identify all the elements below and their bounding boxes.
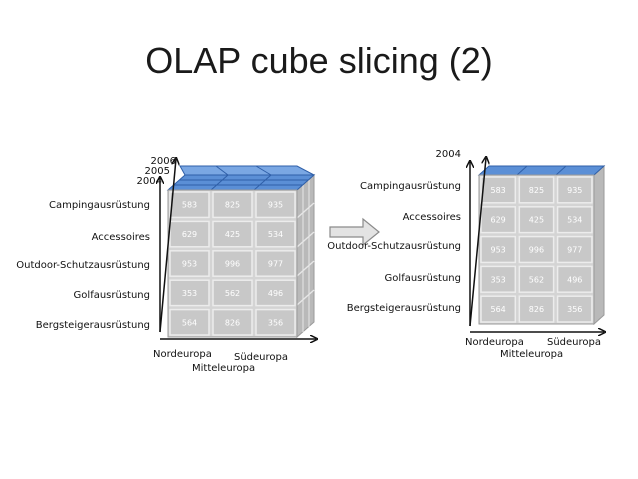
left-cube-cell-value: 629 bbox=[182, 230, 197, 239]
year-label-2006: 2006 bbox=[151, 156, 176, 167]
right-slice-cell-value: 583 bbox=[491, 186, 506, 195]
left-cube: 583 825 935 629 425 534 953 996 977 353 562 496 564 8… bbox=[166, 165, 316, 339]
slice-top-face bbox=[477, 165, 606, 176]
year-label-2004: 2004 bbox=[137, 176, 162, 187]
year-label-2005: 2005 bbox=[145, 166, 170, 177]
left-cube-cell-value: 826 bbox=[225, 318, 240, 327]
left-cube-cell-value: 356 bbox=[268, 318, 283, 327]
left-cube-cell bbox=[212, 250, 253, 277]
left-cube-cell bbox=[212, 308, 253, 336]
left-cube-cell bbox=[255, 308, 296, 336]
slice-side-face bbox=[593, 164, 605, 326]
right-row-label-accessoires: Accessoires bbox=[403, 212, 461, 223]
right-slice-cell-value: 977 bbox=[567, 246, 582, 255]
right-slice-cell-value: 564 bbox=[491, 305, 506, 314]
right-slice-cell-value: 825 bbox=[529, 186, 544, 195]
right-slice-cell bbox=[480, 176, 517, 204]
right-slice-cell bbox=[518, 176, 555, 204]
right-row-label-camping: Campingausrüstung bbox=[360, 181, 461, 192]
left-row-label-accessoires: Accessoires bbox=[92, 232, 150, 243]
left-cube-cell-value: 353 bbox=[182, 289, 197, 298]
cube-side-face bbox=[296, 173, 315, 339]
right-slice-cell bbox=[518, 295, 555, 323]
left-row-label-bergsteiger: Bergsteigerausrüstung bbox=[36, 320, 150, 331]
right-slice-cell bbox=[518, 206, 555, 234]
left-cube-cell bbox=[169, 308, 210, 336]
right-slice-cell-value: 935 bbox=[567, 186, 582, 195]
slide-title: OLAP cube slicing (2) bbox=[145, 40, 493, 81]
left-cube-cell bbox=[169, 220, 210, 248]
right-slice-cell bbox=[556, 265, 593, 293]
right-slice-cell-value: 629 bbox=[491, 216, 506, 225]
left-cube-cell bbox=[212, 220, 253, 248]
left-cube-cell bbox=[169, 279, 210, 307]
left-cube-cell bbox=[255, 250, 296, 277]
left-cube-cell bbox=[169, 250, 210, 277]
left-cube-cell-value: 953 bbox=[182, 260, 197, 269]
left-cube-cell-value: 977 bbox=[268, 260, 283, 269]
left-cube-cell-value: 496 bbox=[268, 289, 283, 298]
left-row-label-golf: Golfausrüstung bbox=[74, 290, 150, 301]
right-slice-cell-value: 826 bbox=[529, 305, 544, 314]
right-col-label-suedeuropa: Südeuropa bbox=[547, 337, 601, 348]
cube-top-face bbox=[166, 174, 316, 191]
right-slice-cell bbox=[480, 295, 517, 323]
slice-year-label: 2004 bbox=[436, 149, 461, 160]
left-cube-cell bbox=[169, 191, 210, 219]
right-slice-cell-value: 356 bbox=[567, 305, 582, 314]
right-slice-cell bbox=[480, 235, 517, 264]
left-cube-cell bbox=[255, 191, 296, 219]
right-slice-cell bbox=[556, 235, 593, 264]
right-slice-cell-value: 425 bbox=[529, 216, 544, 225]
left-depth-axis bbox=[159, 159, 176, 333]
left-cube-cell-value: 825 bbox=[225, 201, 240, 210]
right-slice-cell-value: 534 bbox=[567, 216, 582, 225]
right-slice-cell-value: 353 bbox=[491, 275, 506, 284]
left-cube-cell-value: 996 bbox=[225, 260, 240, 269]
right-slice-cell bbox=[480, 265, 517, 293]
right-slice-cell-value: 496 bbox=[567, 275, 582, 284]
right-slice-cell-value: 953 bbox=[491, 246, 506, 255]
left-row-label-outdoor: Outdoor-Schutzausrüstung bbox=[16, 260, 150, 271]
left-cube-cell bbox=[212, 191, 253, 219]
right-slice-cell bbox=[480, 206, 517, 234]
right-row-label-bergsteiger: Bergsteigerausrüstung bbox=[347, 303, 461, 314]
right-slice-cell bbox=[556, 206, 593, 234]
left-cube-cell bbox=[255, 279, 296, 307]
left-cube-cell bbox=[212, 279, 253, 307]
left-col-label-nordeuropa: Nordeuropa bbox=[153, 349, 212, 360]
left-row-label-camping: Campingausrüstung bbox=[49, 200, 150, 211]
right-row-label-golf: Golfausrüstung bbox=[385, 273, 461, 284]
left-cube-cell-value: 935 bbox=[268, 201, 283, 210]
left-col-label-suedeuropa: Südeuropa bbox=[234, 352, 288, 363]
right-slice-cell bbox=[518, 265, 555, 293]
right-col-label-nordeuropa: Nordeuropa bbox=[465, 337, 524, 348]
right-slice-cell bbox=[556, 295, 593, 323]
left-col-label-mitteleuropa: Mitteleuropa bbox=[192, 363, 255, 374]
right-col-label-mitteleuropa: Mitteleuropa bbox=[500, 349, 563, 360]
left-cube-cell-value: 562 bbox=[225, 289, 240, 298]
right-depth-axis bbox=[469, 158, 486, 327]
left-cube-cell-value: 534 bbox=[268, 230, 283, 239]
right-slice-cell bbox=[556, 176, 593, 204]
right-arrow-icon bbox=[329, 217, 380, 247]
right-slice-cell-value: 996 bbox=[529, 246, 544, 255]
right-slice-cell bbox=[518, 235, 555, 264]
left-cube-cell-value: 425 bbox=[225, 230, 240, 239]
left-cube-cell-value: 583 bbox=[182, 201, 197, 210]
left-cube-cell-value: 564 bbox=[182, 318, 197, 327]
right-slice: 583 825 935 629 425 534 953 996 977 353 562 496 564 8… bbox=[477, 164, 606, 326]
right-row-label-outdoor: Outdoor-Schutzausrüstung bbox=[327, 241, 461, 252]
left-cube-cell bbox=[255, 220, 296, 248]
right-slice-cell-value: 562 bbox=[529, 275, 544, 284]
